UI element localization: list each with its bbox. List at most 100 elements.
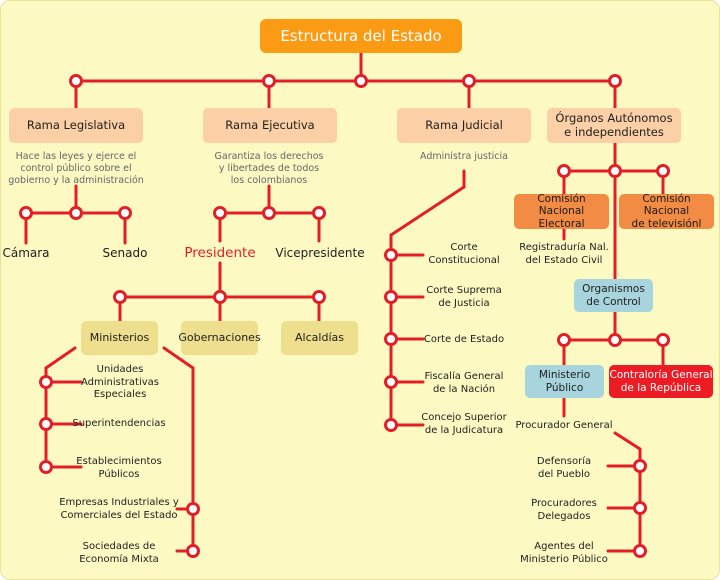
item-line: Establecimientos [76, 456, 162, 467]
procurador-item-delegados: Procuradores Delegados [531, 498, 597, 523]
item-line: Especiales [93, 389, 147, 400]
cne-label-1: Comisión Nacional [537, 192, 586, 218]
connector-line [162, 346, 195, 370]
item-line: Sociedades de [82, 541, 156, 552]
desc-line: los colombianos [230, 174, 308, 186]
connector-node [384, 248, 398, 262]
ejecutiva-description: Garantiza los derechos y libertades de t… [215, 151, 324, 187]
item-line: Defensoría [536, 456, 592, 467]
ministerio-publico-label-2: Público [545, 381, 584, 394]
contraloria-label-2: de la República [620, 381, 702, 394]
item-line: Registraduría Nal. [519, 242, 609, 253]
item-line: del Pueblo [537, 468, 591, 480]
item-line: Corte Suprema [426, 285, 502, 296]
connector-node [186, 502, 200, 516]
item-line: Comerciales del Estado [60, 509, 178, 521]
title-box: Estructura del Estado [260, 19, 462, 53]
gobernaciones-label: Gobernaciones [178, 331, 261, 345]
connector-node [39, 417, 53, 431]
control-label-2: de Control [586, 295, 641, 308]
ministerio-publico-box: Ministerio Público [525, 365, 604, 398]
branch-autonomos-label-1: Órganos Autónomos [555, 110, 673, 125]
item-line: de la Judicatura [424, 424, 504, 436]
connector-node [354, 74, 368, 88]
ministerios-item-sociedades: Sociedades de Economía Mixta [79, 541, 159, 566]
connector-node [384, 290, 398, 304]
item-line: de Justicia [438, 297, 490, 309]
presidente-label: Presidente [184, 245, 256, 261]
item-line: Fiscalía General [424, 371, 504, 382]
ministerio-publico-label-1: Ministerio [538, 368, 591, 381]
item-line: Ministerio Público [520, 553, 608, 565]
connector-line [44, 346, 77, 370]
connector-node [312, 290, 326, 304]
connector-node [213, 290, 227, 304]
ministerios-box: Ministerios [81, 321, 158, 355]
connector-node [633, 544, 647, 558]
connector-line [613, 431, 642, 451]
connector-node [633, 459, 647, 473]
connector-node [39, 375, 53, 389]
judicial-item-fiscalia: Fiscalía General de la Nación [425, 371, 504, 396]
connector-node [113, 290, 127, 304]
connector-node [557, 333, 571, 347]
gobernaciones-box: Gobernaciones [178, 321, 261, 355]
item-line: Agentes del [534, 541, 594, 552]
connector-node [262, 206, 276, 220]
branch-ejecutiva-box: Rama Ejecutiva [203, 108, 337, 143]
title-text: Estructura del Estado [280, 27, 442, 45]
cntv-box: Comisión Nacional de televisiónl [619, 193, 714, 230]
connector-node [69, 206, 83, 220]
branch-ejecutiva-label: Rama Ejecutiva [225, 117, 315, 132]
cntv-label-2: de televisiónl [631, 217, 702, 230]
item-line: Corte [450, 242, 478, 253]
connector-node [384, 375, 398, 389]
connector-node [608, 333, 622, 347]
connector-node [262, 74, 276, 88]
branch-judicial-box: Rama Judicial [397, 108, 531, 143]
branch-autonomos-label-2: e independientes [564, 124, 664, 139]
item-line: del Estado Civil [525, 254, 603, 266]
judicial-item-judicatura: Concejo Superior de la Judicatura [421, 412, 506, 437]
ministerios-item-empresas: Empresas Industriales y Comerciales del … [59, 497, 179, 522]
item-line: de la Nación [432, 383, 496, 395]
item-line: Empresas Industriales y [59, 497, 179, 508]
connector-node [656, 164, 670, 178]
item-line: Delegados [537, 510, 591, 522]
branch-legislativa-label: Rama Legislativa [26, 117, 126, 132]
connector-node [633, 501, 647, 515]
connector-node [557, 164, 571, 178]
connector-node [39, 460, 53, 474]
item-line: Concejo Superior [421, 412, 507, 423]
camara-label: Cámara [2, 246, 50, 260]
desc-line: Hace las leyes y ejerce el [15, 151, 137, 162]
desc-line: Garantiza los derechos [214, 151, 324, 162]
desc-line: control público sobre el [20, 162, 132, 174]
control-label-1: Organismos [582, 282, 645, 295]
registraduria-label: Registraduría Nal. del Estado Civil [519, 242, 609, 267]
connector-node [462, 74, 476, 88]
connector-node [608, 74, 622, 88]
judicial-item-constitucional: Corte Constitucional [428, 242, 499, 267]
cne-label-2: Electoral [538, 217, 585, 230]
branch-legislativa-box: Rama Legislativa [9, 108, 143, 143]
connector-node [608, 164, 622, 178]
item-line: Economía Mixta [79, 553, 159, 565]
item-line: Corte de Estado [423, 334, 505, 345]
cne-box: Comisión Nacional Electoral [514, 192, 609, 230]
ministerios-item-establecimientos: Establecimientos Públicos [76, 456, 161, 481]
connector-node [19, 206, 33, 220]
connector-node [69, 74, 83, 88]
control-box: Organismos de Control [574, 279, 653, 312]
judicial-item-estado: Corte de Estado [424, 334, 504, 347]
connector-node [384, 332, 398, 346]
item-line: Unidades [96, 364, 144, 375]
legislativa-description: Hace las leyes y ejerce el control públi… [8, 151, 144, 187]
connector-node [312, 206, 326, 220]
branch-autonomos-box: Órganos Autónomos e independientes [547, 108, 681, 143]
procurador-label: Procurador General [515, 420, 613, 431]
contraloria-label-1: Contraloría General [609, 368, 713, 381]
connector-node [213, 206, 227, 220]
connector-node [656, 333, 670, 347]
